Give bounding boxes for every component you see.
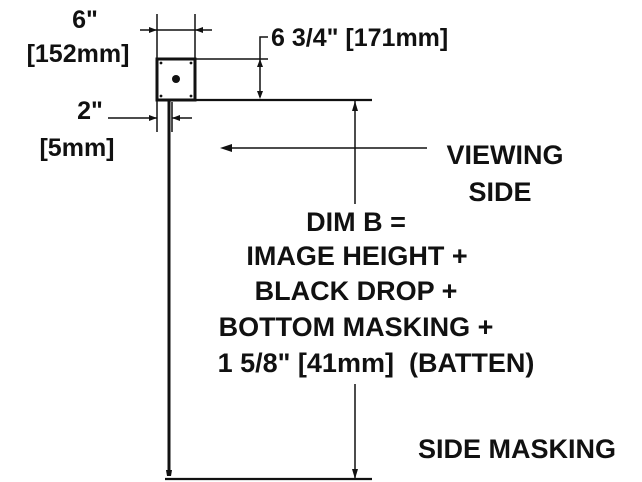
batten-bolt-icon [159, 94, 163, 98]
depth-leader [259, 36, 268, 97]
masking-drop [166, 100, 172, 476]
dim-b-black-drop: BLACK DROP + [255, 276, 458, 306]
dim-b-batten: 1 5/8" [41mm] (BATTEN) [218, 348, 535, 378]
dim-b-arrowhead-top [352, 101, 358, 111]
width-arrowhead-right [195, 27, 203, 33]
depth-label: 6 3/4" [171mm] [271, 24, 448, 52]
masking-drop-weight [166, 470, 172, 476]
gap-label: 2" [77, 97, 103, 125]
batten-section [155, 57, 197, 102]
depth-arrowhead-top [257, 59, 263, 67]
width-arrowhead-left [149, 27, 157, 33]
batten-center-hole [172, 75, 180, 83]
batten-bolt-icon [189, 61, 193, 65]
batten-bolt-icon [159, 61, 163, 65]
dim-b-image-height: IMAGE HEIGHT + [246, 241, 467, 271]
width-dimension [140, 14, 212, 58]
viewing-side-arrow [220, 144, 427, 152]
dim-b-title: DIM B = [306, 207, 406, 237]
depth-dimension [195, 36, 268, 99]
side-label: SIDE [468, 177, 531, 207]
gap-metric-label: [5mm] [39, 134, 114, 162]
gap-dimension [108, 100, 192, 132]
dim-b-dimension [352, 100, 358, 479]
dim-b-bottom-masking: BOTTOM MASKING + [219, 312, 494, 342]
side-masking-label: SIDE MASKING [418, 434, 616, 464]
gap-arrowhead-right [172, 115, 180, 121]
dim-b-arrowhead-bottom [352, 469, 358, 479]
depth-arrowhead-bottom [257, 91, 263, 99]
width-metric-label: [152mm] [27, 40, 130, 68]
width-label: 6" [72, 6, 98, 34]
gap-arrowhead-left [149, 115, 157, 121]
batten-bolt-icon [189, 94, 193, 98]
viewing-label: VIEWING [446, 140, 563, 170]
viewing-side-arrowhead [220, 144, 232, 152]
